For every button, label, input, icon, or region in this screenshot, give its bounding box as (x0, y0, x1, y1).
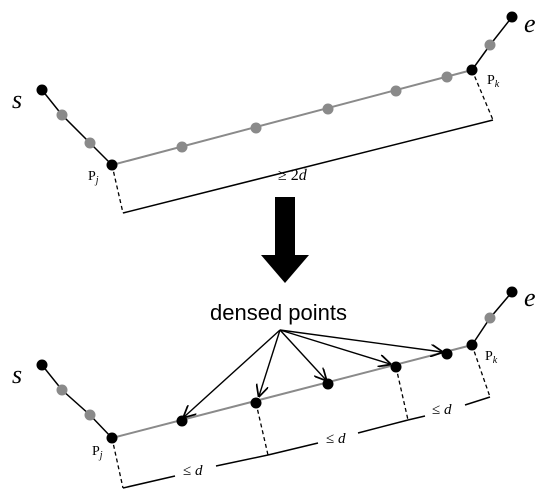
bottom-densed-point (176, 415, 188, 427)
top-long-segment (111, 69, 473, 166)
bottom-label-e: e (524, 283, 536, 312)
bottom-point-pj (106, 432, 118, 444)
top-label-pj: Pj (88, 169, 99, 186)
bottom-gray-point (84, 409, 96, 421)
bottom-bracket-seg2 (267, 442, 319, 456)
bottom-long-segment (111, 344, 473, 439)
bottom-bracket-seg3 (407, 415, 426, 421)
top-label-e: e (524, 9, 536, 38)
bottom-densed-point (322, 378, 334, 390)
bottom-densed-point (441, 348, 453, 360)
bottom-label-pk: Pk (485, 349, 498, 366)
bottom-bracket-seg3b (464, 396, 491, 406)
top-threshold-label: ≥ 2d (278, 167, 308, 184)
bottom-left-segment (41, 364, 113, 439)
top-gray-point (441, 71, 453, 83)
top-trajectory: s e Pj Pk ≥ 2d (12, 9, 536, 214)
bottom-dashed-mid1 (255, 402, 269, 456)
bottom-densed-point (250, 397, 262, 409)
top-gray-point (176, 141, 188, 153)
top-gray-point (484, 39, 496, 51)
bottom-spacing-label-3: ≤ d (432, 402, 452, 418)
bottom-label-pj: Pj (92, 444, 103, 461)
top-label-s: s (12, 85, 22, 114)
bottom-label-s: s (12, 360, 22, 389)
bottom-gray-point (484, 312, 496, 324)
densed-points-label: densed points (210, 300, 347, 325)
transform-arrow-icon (261, 197, 309, 283)
top-point-s (36, 84, 48, 96)
top-dashed-left (111, 164, 124, 214)
top-dashed-right (471, 69, 494, 121)
bottom-bracket-seg1b (215, 454, 269, 467)
bottom-dashed-pk (471, 344, 491, 398)
top-gray-point (390, 85, 402, 97)
bottom-trajectory: densed points s e Pj Pk ≤ d ≤ d ≤ d (12, 283, 536, 489)
top-bracket-line (122, 119, 494, 214)
bottom-point-s (36, 359, 48, 371)
bottom-gray-point (56, 384, 68, 396)
top-point-pj (106, 159, 118, 171)
bottom-densed-point (390, 361, 402, 373)
top-gray-point (250, 122, 262, 134)
bottom-point-e (506, 286, 518, 298)
bottom-dashed-pj (111, 437, 124, 489)
bottom-bracket-seg2b (357, 419, 409, 434)
densed-points-arrows (184, 329, 442, 417)
bottom-spacing-label-1: ≤ d (183, 463, 203, 479)
top-gray-point (56, 109, 68, 121)
top-point-e (506, 11, 518, 23)
top-gray-point (322, 103, 334, 115)
bottom-spacing-label-2: ≤ d (326, 431, 346, 447)
top-left-segment (41, 89, 113, 166)
top-gray-point (84, 137, 96, 149)
bottom-bracket-seg1 (122, 475, 176, 489)
top-label-pk: Pk (487, 73, 500, 90)
top-point-pk (466, 64, 478, 76)
bottom-dashed-mid2 (395, 366, 409, 421)
bottom-point-pk (466, 339, 478, 351)
